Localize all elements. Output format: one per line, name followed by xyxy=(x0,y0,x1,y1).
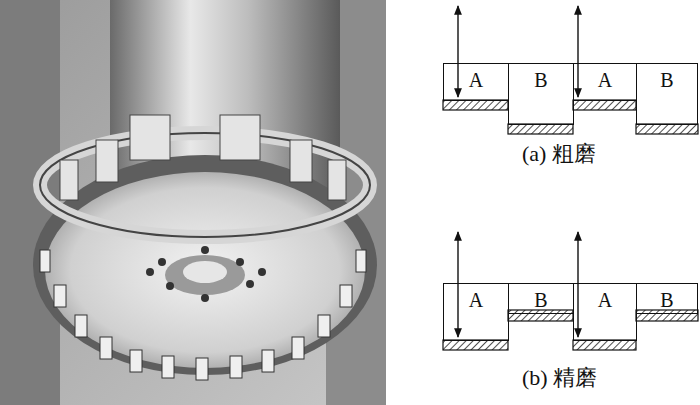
motion-arrow xyxy=(458,6,578,337)
grinding-zone-box: B xyxy=(636,283,698,314)
subfigure-caption: (b) 精磨 xyxy=(520,365,599,391)
zone-letter: A xyxy=(574,64,636,91)
zone-letter: B xyxy=(637,284,697,311)
abrasive-strip xyxy=(443,100,698,350)
zone-letter: B xyxy=(509,64,573,91)
grinding-zone-box: A xyxy=(443,283,509,341)
grinding-zone-box: B xyxy=(508,63,574,125)
grinding-zone-box: B xyxy=(636,63,698,125)
zone-letter: B xyxy=(509,284,573,311)
grinding-zone-box: A xyxy=(573,283,637,341)
grinding-zone-box: A xyxy=(443,63,509,101)
zone-letter: B xyxy=(637,64,697,91)
zone-letter: A xyxy=(574,284,636,311)
zone-letter: A xyxy=(444,64,508,91)
grinding-zone-box: A xyxy=(573,63,637,101)
grinding-zone-box: B xyxy=(508,283,574,314)
zone-letter: A xyxy=(444,284,508,311)
grinding-tool-photo xyxy=(0,0,386,405)
subfigure-caption: (a) 粗磨 xyxy=(520,141,598,167)
